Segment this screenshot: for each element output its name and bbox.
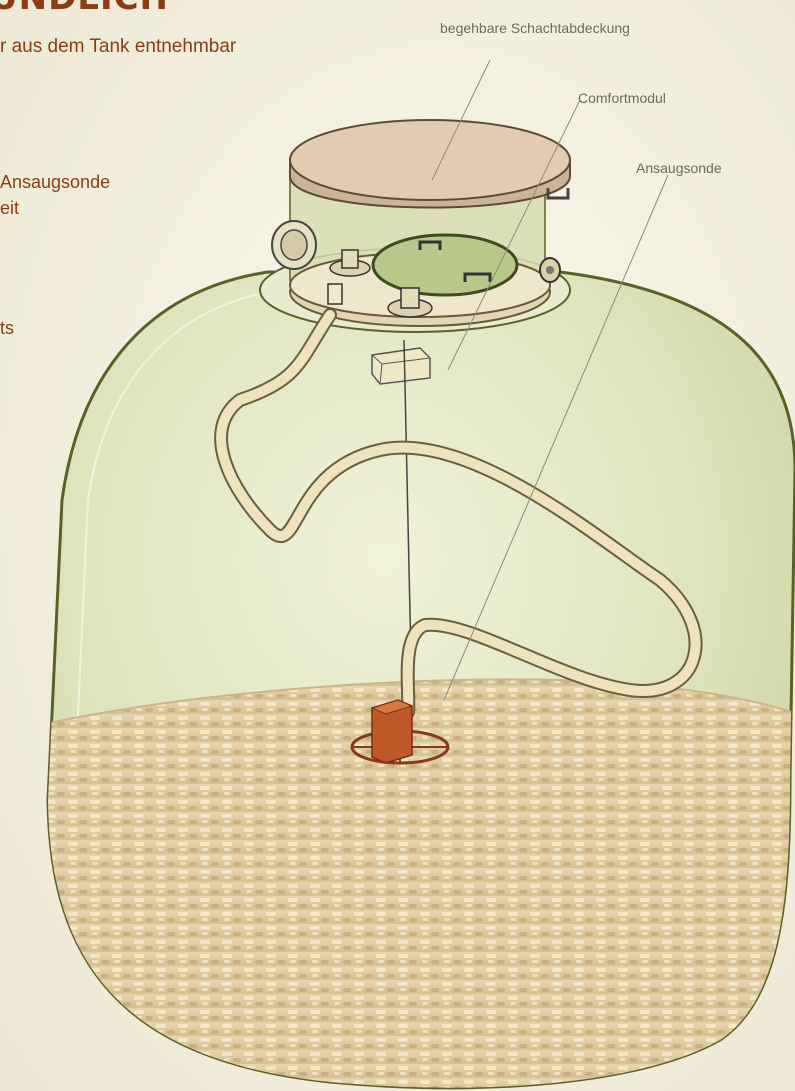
left-text-line3: ts bbox=[0, 318, 14, 339]
comfort-module bbox=[372, 348, 430, 384]
shaft bbox=[272, 120, 570, 326]
heading-subline: r aus dem Tank entnehmbar bbox=[0, 36, 236, 58]
left-text-line2: eit bbox=[0, 198, 19, 219]
manhole-cover bbox=[290, 120, 570, 208]
right-valve-icon bbox=[540, 258, 560, 282]
page-heading: UNDLICH bbox=[0, 0, 169, 18]
label-suction-probe: Ansaugsonde bbox=[636, 160, 722, 176]
label-comfort-module: Comfortmodul bbox=[578, 90, 666, 106]
side-coupling-icon bbox=[272, 221, 316, 269]
inner-hatch bbox=[373, 235, 517, 295]
left-text-probe: Ansaugsonde bbox=[0, 172, 110, 193]
label-manhole-cover: begehbare Schachtabdeckung bbox=[440, 20, 630, 36]
